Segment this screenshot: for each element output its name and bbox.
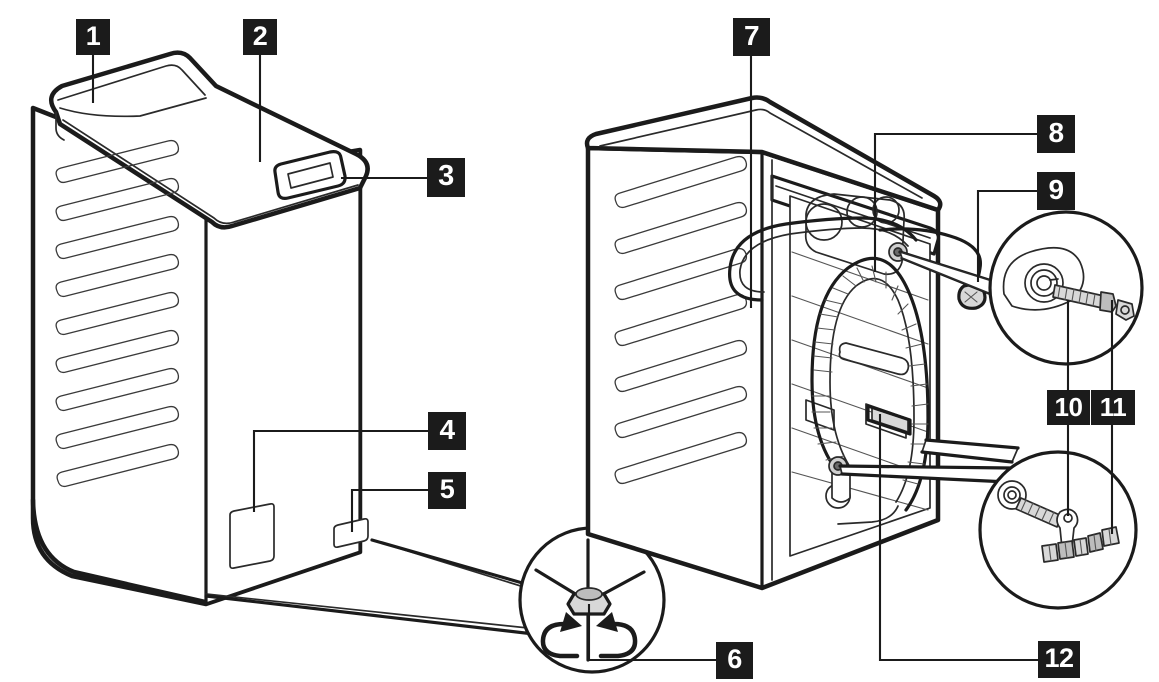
leader-5: [350, 488, 428, 532]
leader-lines: [91, 55, 1114, 662]
rear-top-panel: [584, 95, 943, 213]
callout-label-10: 10: [1047, 390, 1090, 425]
rear-top-panel-inner: [599, 108, 923, 199]
inlet-hose-inner: [739, 227, 909, 293]
rating-plate: [229, 502, 275, 570]
callout-label-1: 1: [76, 19, 110, 55]
upper-detail-panel-outline: [1002, 246, 1085, 311]
front-foot-recess: [333, 517, 369, 549]
levelling-foot-cap: [575, 587, 603, 601]
leader-9: [976, 189, 1037, 282]
lower-detail-washer-inner: [1007, 490, 1017, 500]
callout-number: 5: [439, 474, 455, 504]
lower-detail-washer-outer: [997, 480, 1027, 510]
leader-12: [878, 414, 1038, 662]
callout-number: 10: [1054, 391, 1083, 422]
rotate-left-arrow: [540, 621, 580, 659]
inlet-hose: [728, 216, 918, 302]
rear-view-machine: [584, 95, 1144, 610]
callout-label-4: 4: [428, 412, 466, 450]
leader-4: [252, 429, 428, 512]
detail-cone-bolt-lower-2: [840, 472, 1010, 484]
callout-label-8: 8: [1037, 115, 1075, 153]
drain-hose-end-lower: [837, 505, 899, 525]
rotate-left-arrowhead: [560, 612, 582, 632]
detail-cone-bolt-lower: [838, 464, 1012, 470]
ventilation-louvers-left: [55, 139, 180, 488]
cabinet-bottom-corner: [30, 497, 208, 605]
detail-cone-edge-bottom: [204, 594, 570, 640]
lid-left-edge: [55, 111, 65, 141]
callout-number: 3: [438, 160, 454, 192]
callout-label-5: 5: [428, 472, 466, 509]
callout-number: 12: [1044, 643, 1074, 673]
callout-number: 7: [743, 20, 760, 51]
lower-detail-washer-mid: [1003, 486, 1021, 504]
callout-number: 11: [1099, 391, 1127, 422]
upper-detail-bolt-head: [1115, 299, 1135, 321]
callout-number: 9: [1048, 174, 1064, 205]
leader-6: [587, 604, 716, 662]
callout-label-2: 2: [243, 19, 277, 55]
callout-label-9: 9: [1037, 172, 1075, 210]
upper-detail-bolt-threads: [1057, 285, 1096, 307]
callout-label-6: 6: [716, 642, 753, 679]
upper-detail-washer-gap: [1049, 278, 1059, 281]
callout-number: 2: [252, 20, 268, 51]
lid-rear-crease: [57, 64, 206, 101]
rotate-right-arrow: [598, 621, 638, 659]
power-plug-prong: [964, 291, 978, 303]
callout-label-11: 11: [1091, 390, 1135, 425]
leader-8: [873, 132, 1037, 272]
rotate-right-arrowhead: [596, 612, 618, 632]
drain-hose-inner: [829, 277, 915, 503]
drain-hose-end: [831, 467, 851, 503]
upper-detail-spacer: [1099, 291, 1117, 313]
upper-detail-washer-outer: [1024, 263, 1064, 303]
drain-hose-outer: [810, 256, 930, 512]
callout-label-3: 3: [427, 158, 465, 197]
upper-detail-bolt-head-center: [1120, 305, 1130, 315]
upper-detail-washer-mid: [1030, 269, 1058, 297]
inlet-hose-connection-outline: [866, 404, 912, 436]
upper-detail-washer-inner: [1036, 275, 1052, 291]
callout-number: 4: [439, 414, 455, 445]
detail-cone-hose-lower-edge: [920, 438, 1020, 464]
lid-rear-crease-2: [59, 97, 207, 118]
blanking-caps: [1041, 526, 1120, 563]
lid-front-lip: [62, 119, 359, 225]
callout-number: 8: [1048, 117, 1064, 148]
callout-number: 6: [727, 644, 742, 674]
lower-detail-bolt-threads: [1020, 499, 1055, 524]
callout-label-7: 7: [733, 18, 770, 56]
front-view-machine: [30, 50, 666, 674]
callout-number: 1: [85, 20, 101, 51]
lid-handle-inner: [287, 162, 334, 189]
rear-panel-apertures: [804, 193, 906, 276]
callout-label-12: 12: [1038, 641, 1080, 678]
